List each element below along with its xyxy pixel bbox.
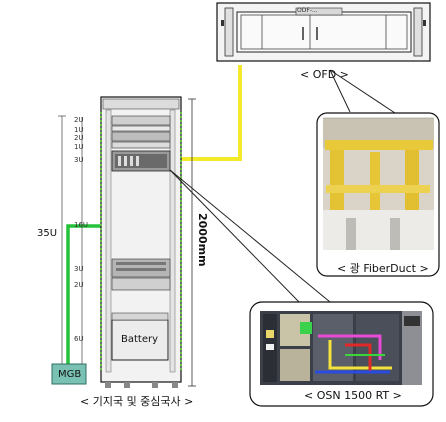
rack-caption: < 기지국 및 중심국사 > <box>80 395 194 408</box>
callout-line-ofd <box>329 69 351 113</box>
ofd-label-plate: ODF-... <box>297 7 318 14</box>
unit-mark: 2U <box>74 134 84 142</box>
unit-mark: 3U <box>74 265 84 273</box>
equipment-rack <box>58 96 182 388</box>
ofd-caption: < OFD > <box>300 68 349 81</box>
unit-mark: 1U <box>74 126 84 134</box>
mgb-box <box>51 363 87 385</box>
ground-cable <box>66 224 101 367</box>
osn-photo <box>249 301 434 407</box>
osn-caption: < OSN 1500 RT > <box>304 389 402 402</box>
fiberduct-photo <box>316 112 440 277</box>
unit-mark: 2U <box>74 281 84 289</box>
callout-line-osn <box>169 169 301 304</box>
battery-label: Battery <box>121 334 159 345</box>
unit-mark: 6U <box>74 335 84 343</box>
fiber-cable <box>180 65 242 161</box>
rack-units-label: 35U <box>37 228 58 239</box>
unit-mark: 16U <box>74 221 89 229</box>
ofd-unit <box>216 2 431 62</box>
rack-height-label: 2000mm <box>196 213 209 267</box>
mgb-label: MGB <box>58 369 82 380</box>
unit-mark: 3U <box>74 156 84 164</box>
unit-mark: 2U <box>74 116 84 124</box>
unit-mark: 1U <box>74 143 84 151</box>
fiberduct-caption: < 광 FiberDuct > <box>337 262 429 275</box>
